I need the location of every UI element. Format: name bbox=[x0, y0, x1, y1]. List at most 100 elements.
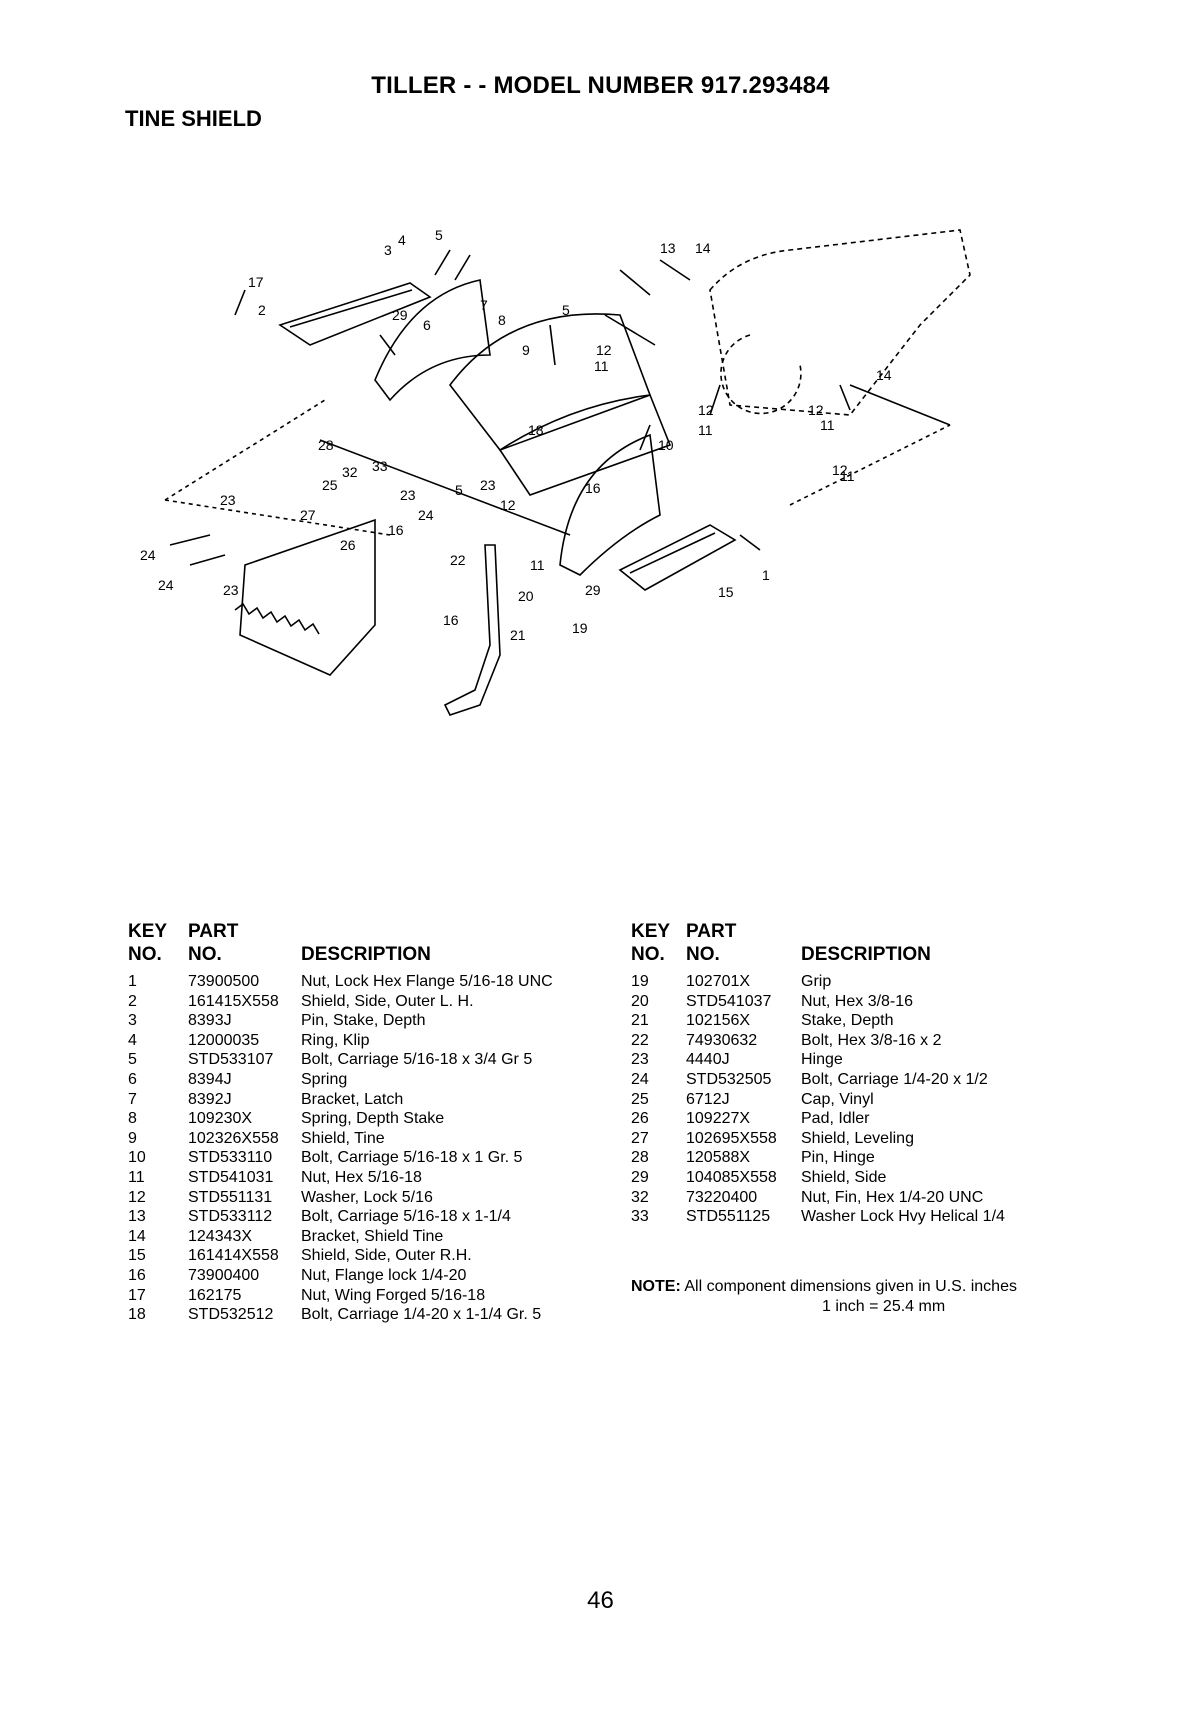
part-no: 102701X bbox=[686, 973, 751, 990]
header-part-no: NO. bbox=[686, 944, 720, 965]
key-no: 24 bbox=[631, 1070, 649, 1088]
part-no: 104085X558 bbox=[686, 1168, 777, 1186]
page-title: TILLER - - MODEL NUMBER 917.293484 bbox=[371, 72, 830, 99]
side-shield-left-shape bbox=[278, 282, 432, 346]
table-row: 33 STD551125 Washer Lock Hvy Helical 1/4 bbox=[631, 1207, 1005, 1227]
part-no: STD533112 bbox=[188, 1208, 273, 1226]
header-key-no: NO. bbox=[128, 944, 162, 965]
table-row: 9 102326X558 Shield, Tine bbox=[128, 1129, 553, 1149]
svg-text:14: 14 bbox=[695, 240, 711, 256]
description: Shield, Side, Outer L. H. bbox=[301, 992, 474, 1010]
part-no: 6712J bbox=[686, 1090, 730, 1108]
svg-text:23: 23 bbox=[220, 492, 236, 508]
description: Spring bbox=[301, 1070, 348, 1088]
exploded-parts-diagram: 17 2 3 4 5 29 6 7 8 9 5 18 13 14 12 11 1… bbox=[140, 227, 1070, 795]
key-no: 9 bbox=[128, 1129, 137, 1147]
part-no: 161414X558 bbox=[188, 1247, 279, 1265]
svg-text:20: 20 bbox=[518, 588, 534, 604]
svg-text:4: 4 bbox=[398, 232, 406, 248]
part-no: 8392J bbox=[188, 1090, 232, 1108]
description: Shield, Tine bbox=[301, 1129, 385, 1147]
part-no: 73900400 bbox=[188, 1266, 260, 1284]
part-no: STD532512 bbox=[188, 1306, 274, 1324]
key-no: 18 bbox=[128, 1306, 146, 1324]
description: Washer Lock Hvy Helical 1/4 bbox=[801, 1208, 1005, 1226]
key-no: 11 bbox=[128, 1168, 145, 1186]
key-no: 7 bbox=[128, 1090, 137, 1108]
part-no: 8393J bbox=[188, 1012, 232, 1030]
note-label: NOTE: bbox=[631, 1278, 681, 1295]
svg-text:15: 15 bbox=[718, 584, 734, 600]
svg-text:24: 24 bbox=[158, 577, 174, 593]
part-no: 109230X bbox=[188, 1110, 253, 1128]
svg-text:16: 16 bbox=[388, 522, 404, 538]
key-no: 10 bbox=[128, 1149, 146, 1167]
header-key-top: KEY bbox=[128, 921, 168, 942]
svg-text:12: 12 bbox=[698, 402, 714, 418]
svg-text:7: 7 bbox=[480, 297, 488, 313]
note: NOTE: All component dimensions given in … bbox=[631, 1277, 1017, 1297]
part-no: 120588X bbox=[686, 1149, 751, 1167]
description: Nut, Lock Hex Flange 5/16-18 UNC bbox=[301, 973, 553, 990]
svg-text:1: 1 bbox=[762, 567, 770, 583]
description: Bolt, Carriage 1/4-20 x 1-1/4 Gr. 5 bbox=[301, 1306, 542, 1324]
description: Stake, Depth bbox=[801, 1012, 894, 1030]
svg-text:32: 32 bbox=[342, 464, 358, 480]
key-no: 27 bbox=[631, 1129, 649, 1147]
header-part-no: NO. bbox=[188, 944, 222, 965]
description: Shield, Leveling bbox=[801, 1129, 914, 1147]
svg-text:16: 16 bbox=[443, 612, 459, 628]
part-no: STD551125 bbox=[686, 1208, 771, 1226]
svg-text:11: 11 bbox=[840, 468, 855, 484]
description: Pad, Idler bbox=[801, 1110, 870, 1128]
description: Nut, Wing Forged 5/16-18 bbox=[301, 1286, 486, 1304]
svg-text:29: 29 bbox=[585, 582, 601, 598]
tine-shield-shape bbox=[448, 313, 652, 452]
description: Hinge bbox=[801, 1051, 843, 1069]
description: Nut, Hex 3/8-16 bbox=[801, 992, 914, 1010]
note-conversion: 1 inch = 25.4 mm bbox=[822, 1298, 946, 1315]
part-no: 109227X bbox=[686, 1110, 751, 1128]
key-no: 5 bbox=[128, 1051, 137, 1069]
note-text: All component dimensions given in U.S. i… bbox=[684, 1278, 1017, 1295]
description: Bracket, Latch bbox=[301, 1090, 404, 1108]
svg-text:21: 21 bbox=[510, 627, 526, 643]
part-no: 73900500 bbox=[188, 973, 260, 990]
svg-text:26: 26 bbox=[340, 537, 356, 553]
key-no: 17 bbox=[128, 1286, 146, 1304]
part-no: 102156X bbox=[686, 1012, 751, 1030]
table-row: 7 8392J Bracket, Latch bbox=[128, 1090, 553, 1110]
svg-text:27: 27 bbox=[300, 507, 316, 523]
part-no: STD551131 bbox=[188, 1188, 273, 1206]
description: Pin, Hinge bbox=[801, 1149, 875, 1167]
part-no: 102326X558 bbox=[188, 1129, 279, 1147]
header-key-top: KEY bbox=[631, 921, 671, 942]
svg-text:25: 25 bbox=[322, 477, 338, 493]
key-no: 33 bbox=[631, 1208, 649, 1226]
svg-text:24: 24 bbox=[418, 507, 434, 523]
svg-text:3: 3 bbox=[384, 242, 392, 258]
description: Shield, Side, Outer R.H. bbox=[301, 1247, 472, 1265]
depth-stake-shape bbox=[443, 544, 501, 716]
key-no: 22 bbox=[631, 1031, 649, 1049]
description: Spring, Depth Stake bbox=[301, 1110, 445, 1128]
svg-text:11: 11 bbox=[698, 422, 713, 438]
svg-text:5: 5 bbox=[435, 227, 443, 243]
svg-text:5: 5 bbox=[455, 482, 463, 498]
description: Bolt, Carriage 5/16-18 x 1 Gr. 5 bbox=[301, 1149, 523, 1167]
svg-text:14: 14 bbox=[876, 367, 892, 383]
